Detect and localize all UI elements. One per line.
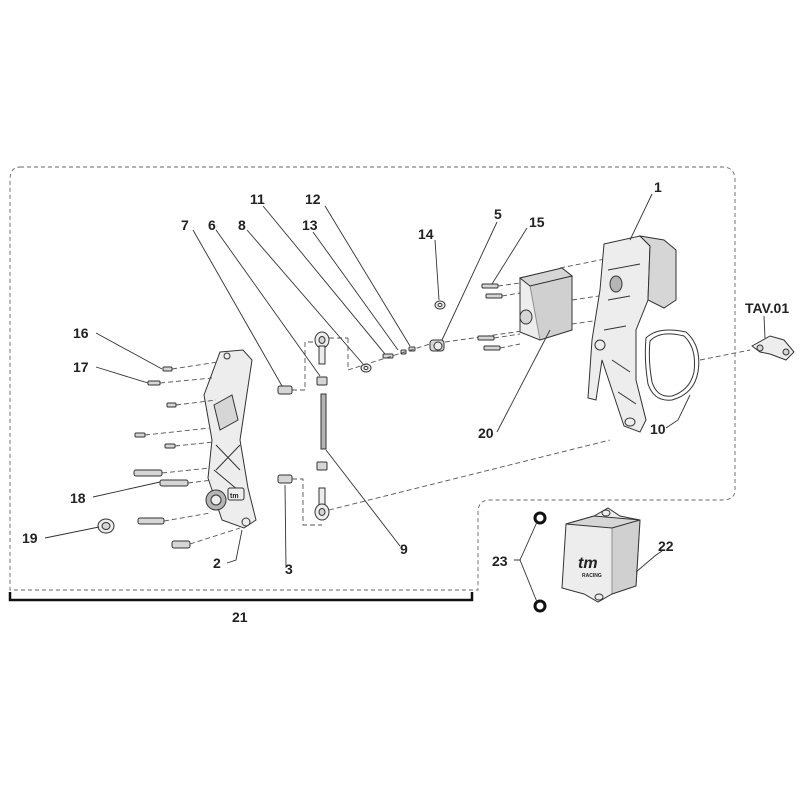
- main-housing-part: [587, 235, 677, 433]
- callout-labels: 1 5 15 14 12 13 11 8 6 7 16 17 18 19 2 3…: [22, 179, 789, 625]
- linkage-dash-guides: [292, 337, 611, 526]
- callout-19: 19: [22, 530, 38, 546]
- callout-8: 8: [238, 217, 246, 233]
- callout-13: 13: [302, 217, 318, 233]
- callout-22: 22: [658, 538, 674, 554]
- control-box-part: tm RACING: [561, 507, 641, 603]
- callout-15: 15: [529, 214, 545, 230]
- callout-17: 17: [73, 359, 89, 375]
- callout-11: 11: [250, 191, 265, 207]
- gasket-dash-guide: [699, 349, 751, 361]
- callout-tav: TAV.01: [745, 300, 789, 316]
- leader-lines: [44, 193, 766, 603]
- callout-23: 23: [492, 553, 508, 569]
- left-cover-part: tm: [203, 349, 257, 529]
- callout-1: 1: [654, 179, 662, 195]
- cover-dash-guides: [144, 361, 241, 545]
- callout-10: 10: [650, 421, 666, 437]
- callout-18: 18: [70, 490, 86, 506]
- callout-16: 16: [73, 325, 89, 341]
- callout-3: 3: [285, 561, 293, 577]
- linkage-parts: [277, 331, 330, 521]
- callout-12: 12: [305, 191, 321, 207]
- cover-logo: tm: [230, 493, 239, 500]
- group-brace: [8, 592, 474, 602]
- callout-21: 21: [232, 609, 248, 625]
- callout-5: 5: [494, 206, 502, 222]
- callout-6: 6: [208, 217, 216, 233]
- cover-screws: [97, 366, 191, 549]
- servo-motor-part: [518, 257, 611, 341]
- callout-2: 2: [213, 555, 221, 571]
- screws-15: [477, 282, 521, 351]
- callout-20: 20: [478, 425, 494, 441]
- o-ring-bottom: [533, 599, 547, 613]
- callout-14: 14: [418, 226, 434, 242]
- hardware-dash-guides: [347, 319, 601, 371]
- callout-9: 9: [400, 541, 408, 557]
- small-hardware: [360, 300, 446, 373]
- callout-7: 7: [181, 217, 189, 233]
- o-ring-top: [533, 511, 547, 525]
- gasket-part: [644, 329, 700, 401]
- box-logo-sub: RACING: [582, 573, 602, 579]
- tav-bracket-part: [751, 335, 795, 361]
- gasket-inner: [648, 333, 695, 397]
- group-boundary-outline: [9, 166, 736, 591]
- box-logo-brand: tm: [578, 555, 598, 572]
